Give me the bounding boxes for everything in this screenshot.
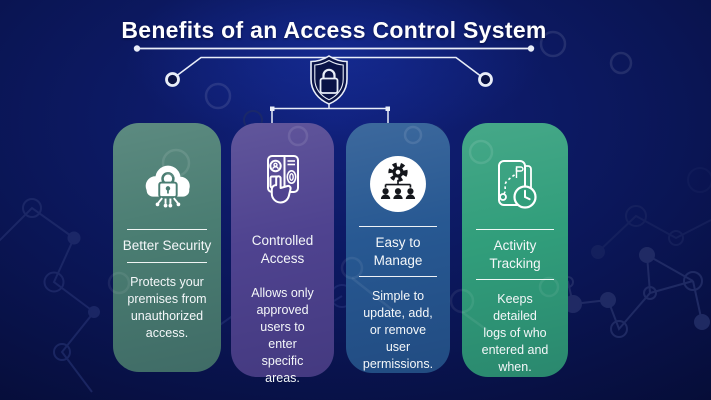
card-better-security: Better Security Protects your premises f… (113, 123, 221, 372)
card-title: Controlled Access (251, 233, 314, 266)
divider (475, 229, 555, 230)
card-description: Keeps detailed logs of who entered and w… (481, 292, 549, 375)
divider (359, 226, 437, 227)
card-title: Activity Tracking (489, 238, 541, 271)
user-management-icon (369, 153, 427, 214)
activity-log-icon (487, 153, 543, 217)
card-description: Protects your premises from unauthorized… (127, 274, 207, 340)
card-description: Allows only approved users to enter spec… (251, 286, 314, 386)
card-easy-to-manage: Easy to Manage Simple to update, add, or… (346, 123, 450, 373)
divider (359, 276, 437, 277)
card-description: Simple to update, add, or remove user pe… (362, 289, 434, 371)
card-controlled-access: Controlled Access Allows only approved u… (231, 123, 334, 385)
divider (126, 229, 208, 230)
divider (475, 279, 555, 281)
cloud-lock-icon (136, 153, 198, 217)
access-panel-icon (259, 153, 307, 213)
page-title: Benefits of an Access Control System (121, 17, 547, 43)
card-activity-tracking: Activity Tracking Keeps detailed logs of… (462, 123, 568, 377)
card-title: Better Security (122, 238, 212, 253)
shield-lock-icon (310, 55, 348, 105)
divider (126, 261, 208, 263)
card-title: Easy to Manage (373, 234, 423, 268)
